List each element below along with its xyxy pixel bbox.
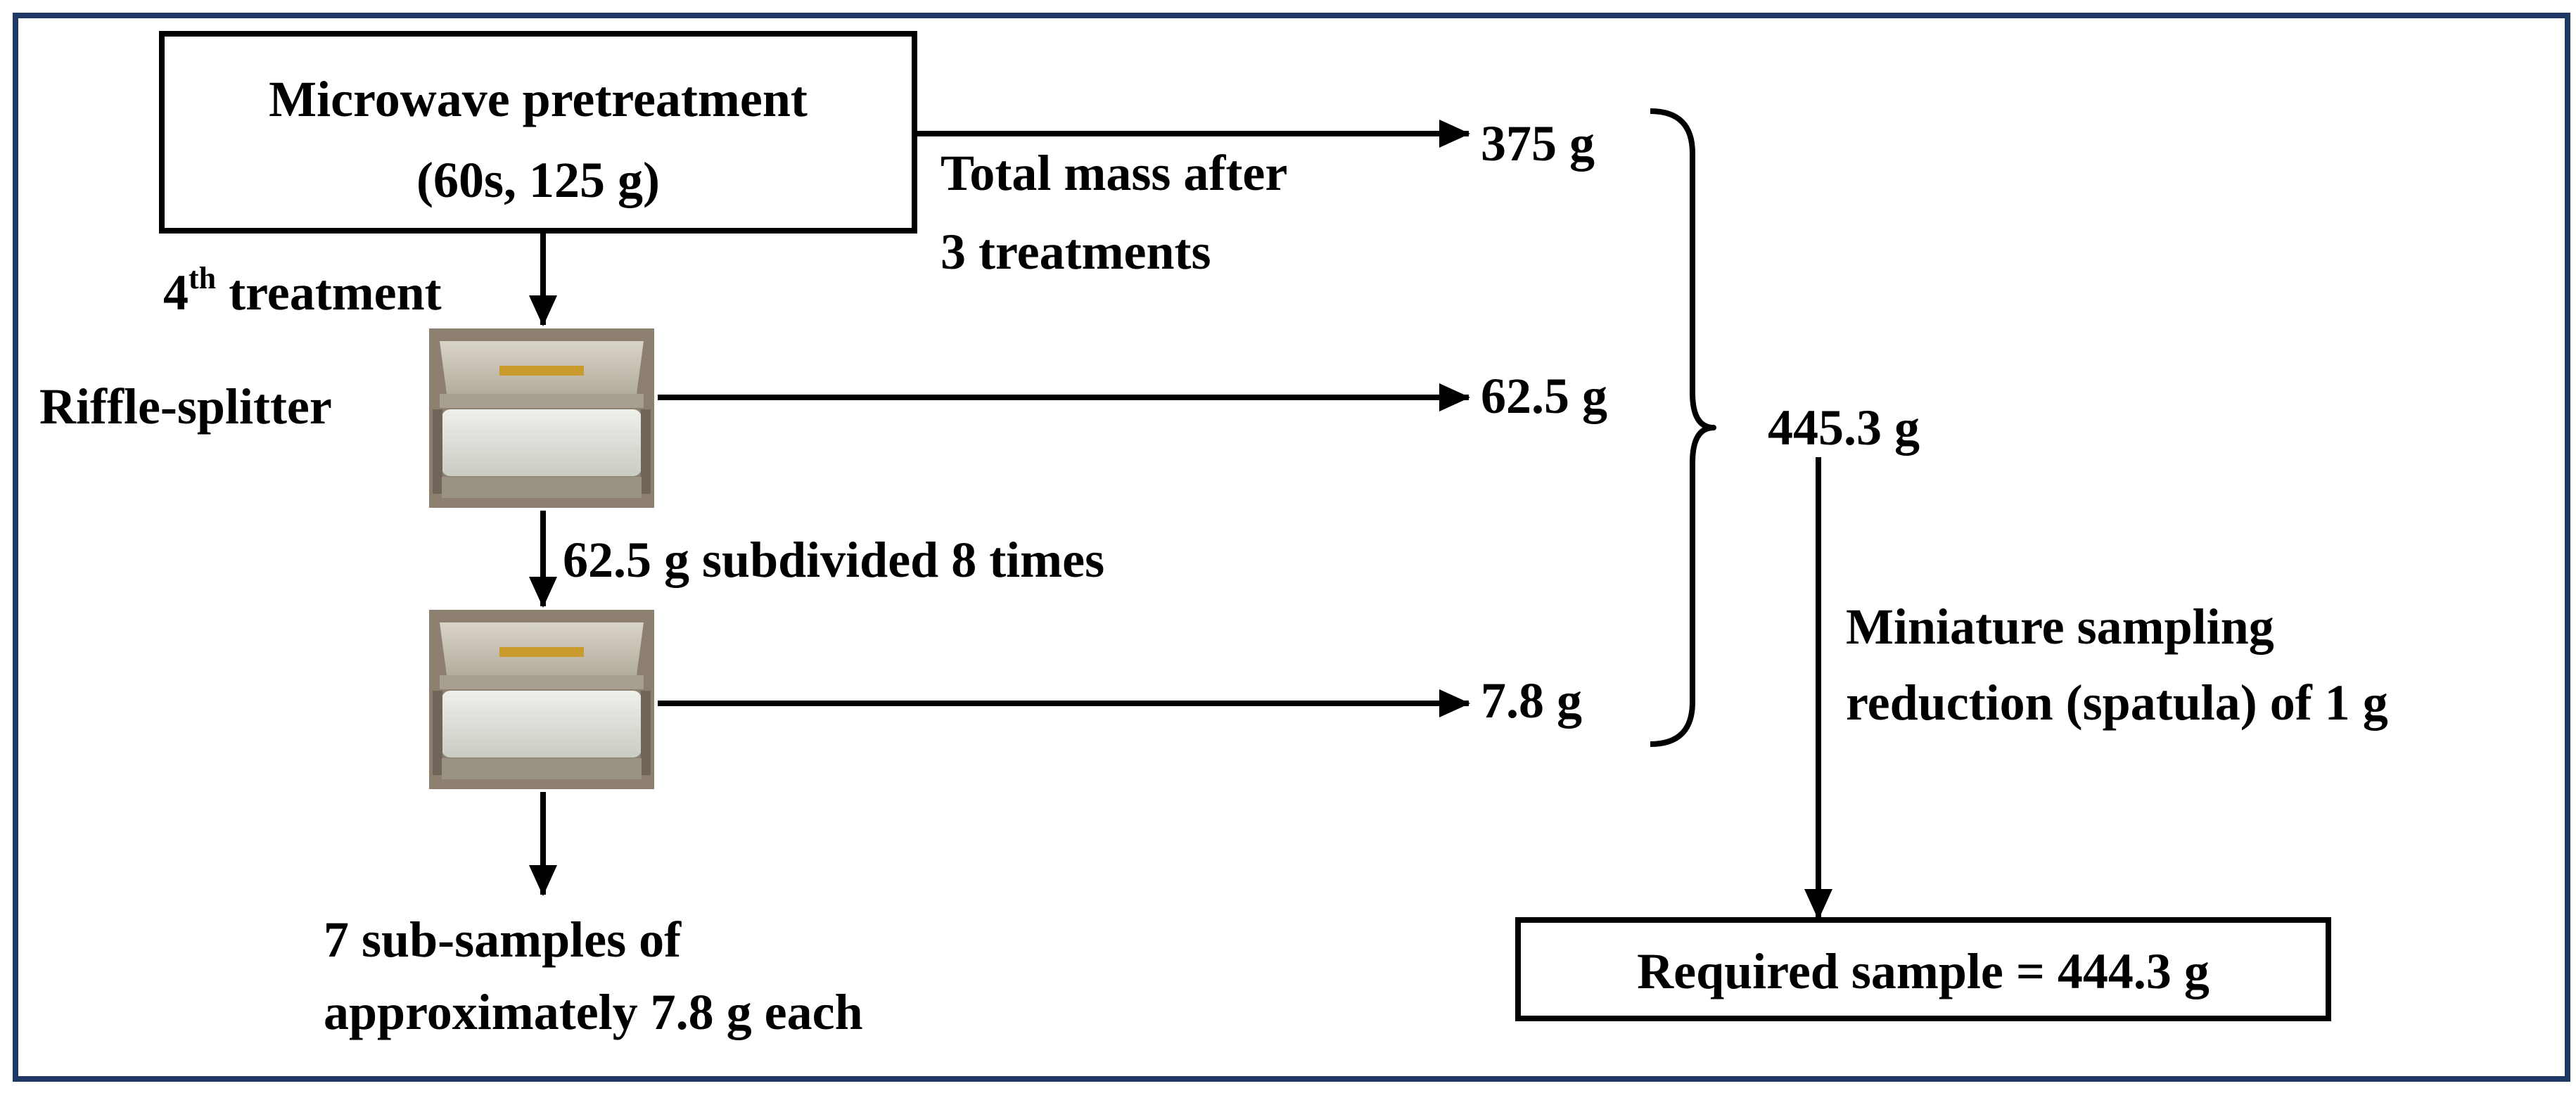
subsamples-label-line2: approximately 7.8 g each xyxy=(324,984,863,1040)
mass-7-8g: 7.8 g xyxy=(1481,672,1582,729)
mass-62-5g: 62.5 g xyxy=(1481,368,1607,424)
miniature-label-line1: Miniature sampling xyxy=(1846,599,2274,655)
pretreatment-title: Microwave pretreatment xyxy=(269,71,808,127)
riffle-splitter-label: Riffle-splitter xyxy=(39,378,332,435)
required-sample-box xyxy=(1515,917,2331,1021)
fourth-treatment-suffix: th xyxy=(189,261,216,295)
required-sample-text: Required sample = 444.3 g xyxy=(1637,943,2210,999)
total-mass-label-line2: 3 treatments xyxy=(941,224,1211,280)
subdivided-label: 62.5 g subdivided 8 times xyxy=(563,532,1104,588)
grouping-brace xyxy=(1650,108,1716,747)
pretreatment-box xyxy=(159,31,917,234)
riffle-splitter-image-1 xyxy=(429,328,654,508)
mass-total-445-3g: 445.3 g xyxy=(1768,400,1920,456)
fourth-treatment-label: 4th treatment xyxy=(163,261,442,321)
subsamples-label-line1: 7 sub-samples of xyxy=(324,912,682,968)
total-mass-label-line1: Total mass after xyxy=(941,145,1287,201)
miniature-label-line2: reduction (spatula) of 1 g xyxy=(1846,675,2388,731)
pretreatment-params: (60s, 125 g) xyxy=(416,152,660,208)
riffle-splitter-image-2 xyxy=(429,610,654,789)
fourth-treatment-number: 4 xyxy=(163,264,189,321)
fourth-treatment-word: treatment xyxy=(216,264,442,321)
mass-375g: 375 g xyxy=(1481,115,1595,172)
